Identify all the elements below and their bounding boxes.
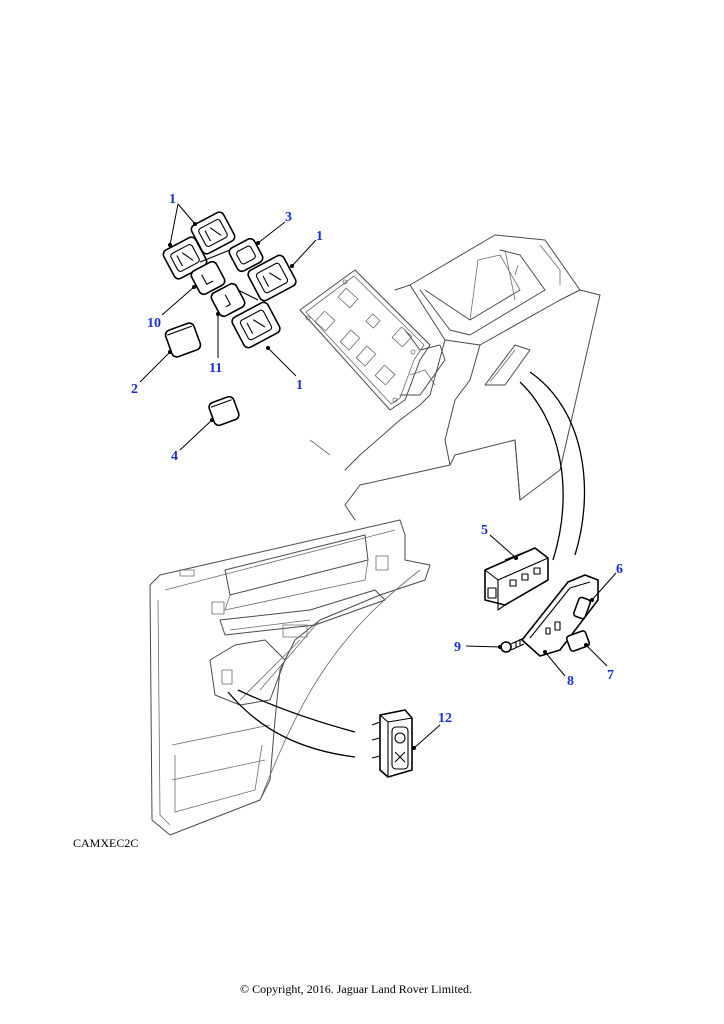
blank-switch-4 (208, 395, 240, 427)
callout-6: 6 (616, 562, 623, 577)
switch-10 (190, 260, 226, 296)
switch-1c (247, 254, 297, 302)
blank-switch-2 (164, 322, 202, 358)
switch-11 (210, 282, 246, 318)
callout-9: 9 (454, 640, 461, 655)
callout-10: 10 (147, 316, 161, 331)
callout-1-top: 1 (169, 192, 176, 207)
callout-8: 8 (567, 674, 574, 689)
leader-lines (139, 203, 617, 750)
copyright-notice: © Copyright, 2016. Jaguar Land Rover Lim… (239, 982, 473, 996)
switch-mounting-plate (299, 269, 431, 411)
door-trim-panel (149, 519, 431, 836)
callout-12: 12 (438, 711, 452, 726)
callout-3: 3 (285, 210, 292, 225)
switch-1b (162, 236, 208, 280)
switch-housing-5 (484, 547, 549, 611)
switch-1d (231, 301, 281, 349)
window-switch-cluster (162, 211, 297, 349)
screw-9 (500, 637, 525, 653)
callout-2: 2 (131, 382, 138, 397)
switch-3 (228, 237, 264, 273)
switch-bezel-8 (521, 574, 599, 657)
center-console-outline (309, 234, 601, 521)
diagram-reference-code: CAMXEC2C (73, 836, 139, 850)
callout-1-right: 1 (316, 229, 323, 244)
callout-labels: 1 3 1 10 11 1 2 4 5 6 7 8 9 12 (131, 192, 623, 726)
callout-1-lower: 1 (296, 378, 303, 393)
callout-11: 11 (209, 361, 222, 376)
callout-5: 5 (481, 523, 488, 538)
location-arcs (227, 371, 586, 758)
button-7 (565, 630, 591, 652)
rocker-switch-12 (371, 709, 413, 778)
callout-7: 7 (607, 668, 614, 683)
callout-4: 4 (171, 449, 178, 464)
